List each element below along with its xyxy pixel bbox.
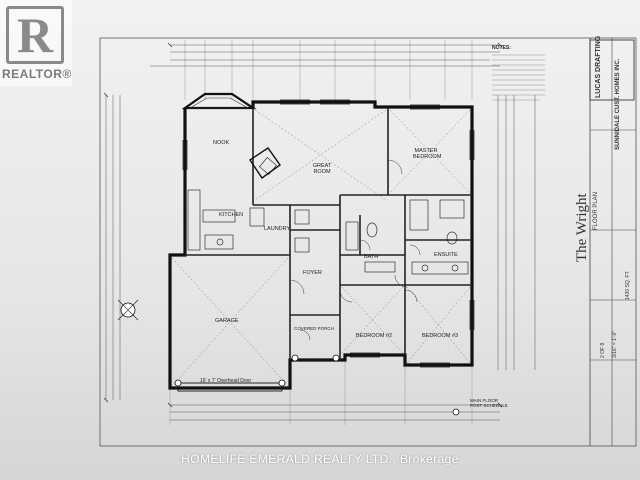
room-label-ensuite: ENSUITE	[434, 252, 458, 258]
room-label-great-room: GREAT ROOM	[312, 163, 332, 175]
room-label-garage: GARAGE	[215, 318, 239, 324]
interior-walls	[185, 108, 472, 360]
garage-door-label: 16' x 7' Overhead Door	[200, 378, 252, 384]
room-label-laundry: LAUNDRY	[264, 226, 291, 232]
room-label-bath: BATH	[364, 254, 379, 260]
room-label-nook: NOOK	[213, 140, 230, 146]
room-label-master-bedroom: MASTER BEDROOM	[413, 148, 442, 160]
area-value: 1430 SQ. FT.	[625, 270, 631, 300]
sheet-title: FLOOR PLAN	[593, 191, 599, 230]
notes-lines	[492, 54, 545, 101]
notes-title: NOTES:	[492, 45, 511, 51]
north-arrow	[117, 299, 139, 321]
post-schedule-title: MAIN FLOOR POST SCHEDULE	[470, 398, 508, 408]
builder-name: SUNNIDALE CUST. HOMES INC.	[615, 58, 621, 150]
fixtures	[294, 199, 469, 275]
kitchen-cabinets	[187, 157, 277, 251]
room-label-bedroom3: BEDROOM #3	[422, 333, 459, 339]
windows	[182, 99, 475, 368]
room-label-foyer: FOYER	[303, 270, 322, 276]
room-label-covered-porch: COVERED PORCH	[294, 326, 334, 331]
realtor-r-icon: R	[6, 6, 64, 64]
covered-porch-outline	[289, 314, 341, 361]
sheet-border	[99, 37, 637, 447]
scale-value: 3/16" = 1'-0"	[612, 330, 618, 358]
brokerage-watermark: HOMELIFE EMERALD REALTY LTD., Brokerage	[181, 452, 459, 466]
room-label-kitchen: KITCHEN	[219, 212, 244, 218]
realtor-logo: R REALTOR®	[0, 0, 72, 86]
fireplace	[249, 147, 281, 179]
sheet-number: 2 OF 8	[600, 342, 606, 358]
dimension-lines	[105, 44, 536, 421]
exterior-walls	[168, 100, 474, 390]
firm-stamp-box	[589, 39, 635, 101]
realtor-logo-text: REALTOR®	[2, 67, 72, 81]
firm-name: LUCAS DRAFTING	[595, 35, 602, 98]
room-label-bedroom2: BEDROOM #2	[356, 333, 393, 339]
bay-window	[181, 92, 257, 110]
plan-name-title: The Wright	[574, 193, 590, 262]
door-swings	[289, 159, 421, 341]
